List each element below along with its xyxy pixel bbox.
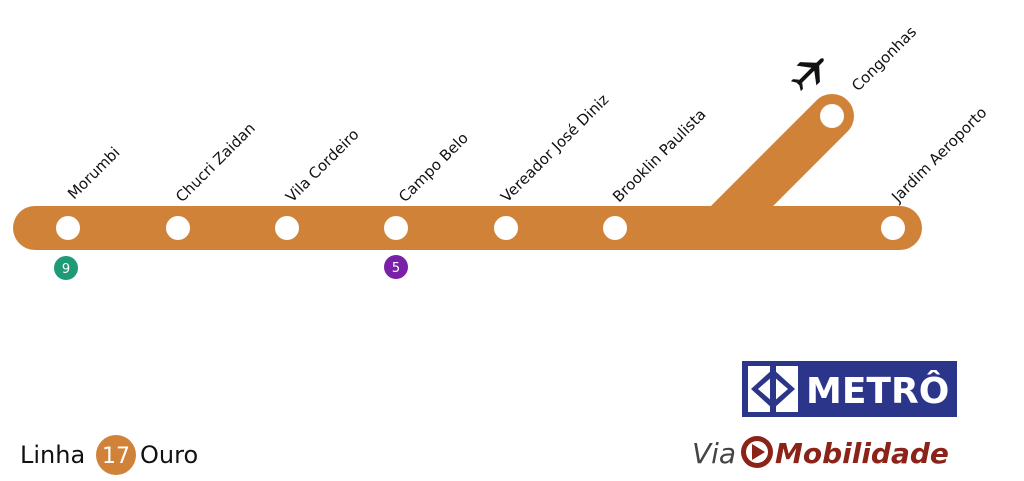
transfer-badge-line-5: 5 bbox=[384, 255, 408, 279]
track-branch bbox=[706, 94, 854, 242]
station-jardim-aeroporto[interactable]: Jardim Aeroporto bbox=[881, 103, 990, 240]
station-label: Vereador José Diniz bbox=[497, 91, 612, 206]
operator-prefix: Via bbox=[692, 437, 736, 470]
station-label: Campo Belo bbox=[395, 129, 472, 206]
station-dot bbox=[384, 216, 408, 240]
station-label: Morumbi bbox=[64, 143, 123, 202]
viamobilidade-logo: Via Mobilidade bbox=[692, 436, 949, 470]
line-track bbox=[13, 94, 922, 250]
transfer-number: 9 bbox=[62, 262, 70, 277]
station-dot bbox=[881, 216, 905, 240]
station-dot bbox=[494, 216, 518, 240]
station-label: Congonhas bbox=[848, 23, 920, 95]
line-number-circle bbox=[96, 435, 136, 475]
station-label: Chucri Zaidan bbox=[172, 119, 259, 206]
operator-name: Mobilidade bbox=[775, 437, 949, 470]
station-dot bbox=[603, 216, 627, 240]
station-label: Jardim Aeroporto bbox=[887, 103, 990, 206]
station-dot bbox=[56, 216, 80, 240]
play-icon bbox=[741, 436, 773, 468]
station-label: Brooklin Paulista bbox=[609, 105, 709, 205]
transfer-badge-line-9: 9 bbox=[54, 256, 78, 280]
airplane-icon bbox=[790, 58, 824, 92]
metro-logo: METRÔ bbox=[742, 361, 957, 417]
station-dot bbox=[275, 216, 299, 240]
station-dot bbox=[820, 104, 844, 128]
transfer-circle bbox=[384, 255, 408, 279]
metro-symbol-icon bbox=[748, 366, 798, 412]
station-congonhas[interactable]: Congonhas bbox=[820, 23, 920, 128]
station-label: Vila Cordeiro bbox=[282, 125, 362, 205]
line-name-suffix: Ouro bbox=[140, 441, 198, 469]
station-dot bbox=[166, 216, 190, 240]
line-name-prefix: Linha bbox=[20, 441, 85, 469]
line-legend: Linha 17 Ouro bbox=[20, 435, 198, 475]
metro-logo-text: METRÔ bbox=[806, 370, 949, 412]
line-number: 17 bbox=[102, 444, 130, 469]
transfer-circle bbox=[54, 256, 78, 280]
transfer-number: 5 bbox=[392, 261, 400, 276]
